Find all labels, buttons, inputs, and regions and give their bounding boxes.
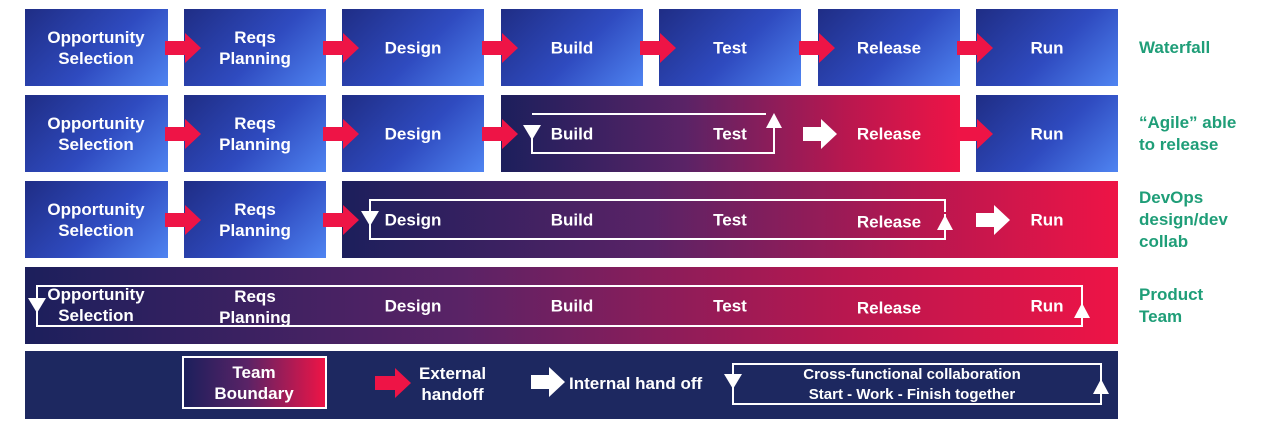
stage-label: Run [1030, 296, 1064, 316]
stage-box-reqs-planning [184, 95, 326, 172]
stage-label: Build [550, 296, 594, 316]
legend-team-boundary-swatch [182, 356, 327, 409]
stage-box-reqs-planning [184, 181, 326, 258]
stage-label: Build [550, 124, 594, 144]
stage-label: Release [856, 212, 922, 232]
row-label-waterfall: Waterfall [1139, 38, 1211, 57]
stage-label: Test [713, 124, 747, 144]
stage-label: Release [856, 124, 922, 144]
stage-box-test [659, 9, 801, 86]
stage-box-reqs-planning [184, 9, 326, 86]
stage-box-run [976, 9, 1118, 86]
stage-label: Design [384, 38, 442, 58]
stage-box-design [342, 9, 484, 86]
legend-internal-handoff-label: Internal hand off [569, 374, 703, 393]
stage-label: Run [1030, 124, 1064, 144]
stage-label: Test [713, 296, 747, 316]
stage-label: Design [384, 124, 442, 144]
stage-label: Test [713, 210, 747, 230]
stage-box-opportunity-selection [25, 95, 168, 172]
stage-box-release [818, 9, 960, 86]
stage-label: Test [713, 38, 747, 58]
stage-box-opportunity-selection [25, 181, 168, 258]
stage-label: Run [1030, 38, 1064, 58]
stage-box-run [976, 95, 1118, 172]
stage-label: Design [384, 296, 442, 316]
stage-label: Build [550, 210, 594, 230]
stage-label: Design [384, 210, 442, 230]
stage-label: Build [550, 38, 594, 58]
stage-label: Release [856, 38, 922, 58]
stage-label: Release [856, 298, 922, 318]
stage-box-opportunity-selection [25, 9, 168, 86]
stage-label: Run [1030, 210, 1064, 230]
stage-box-design [342, 95, 484, 172]
stage-box-build [501, 9, 643, 86]
